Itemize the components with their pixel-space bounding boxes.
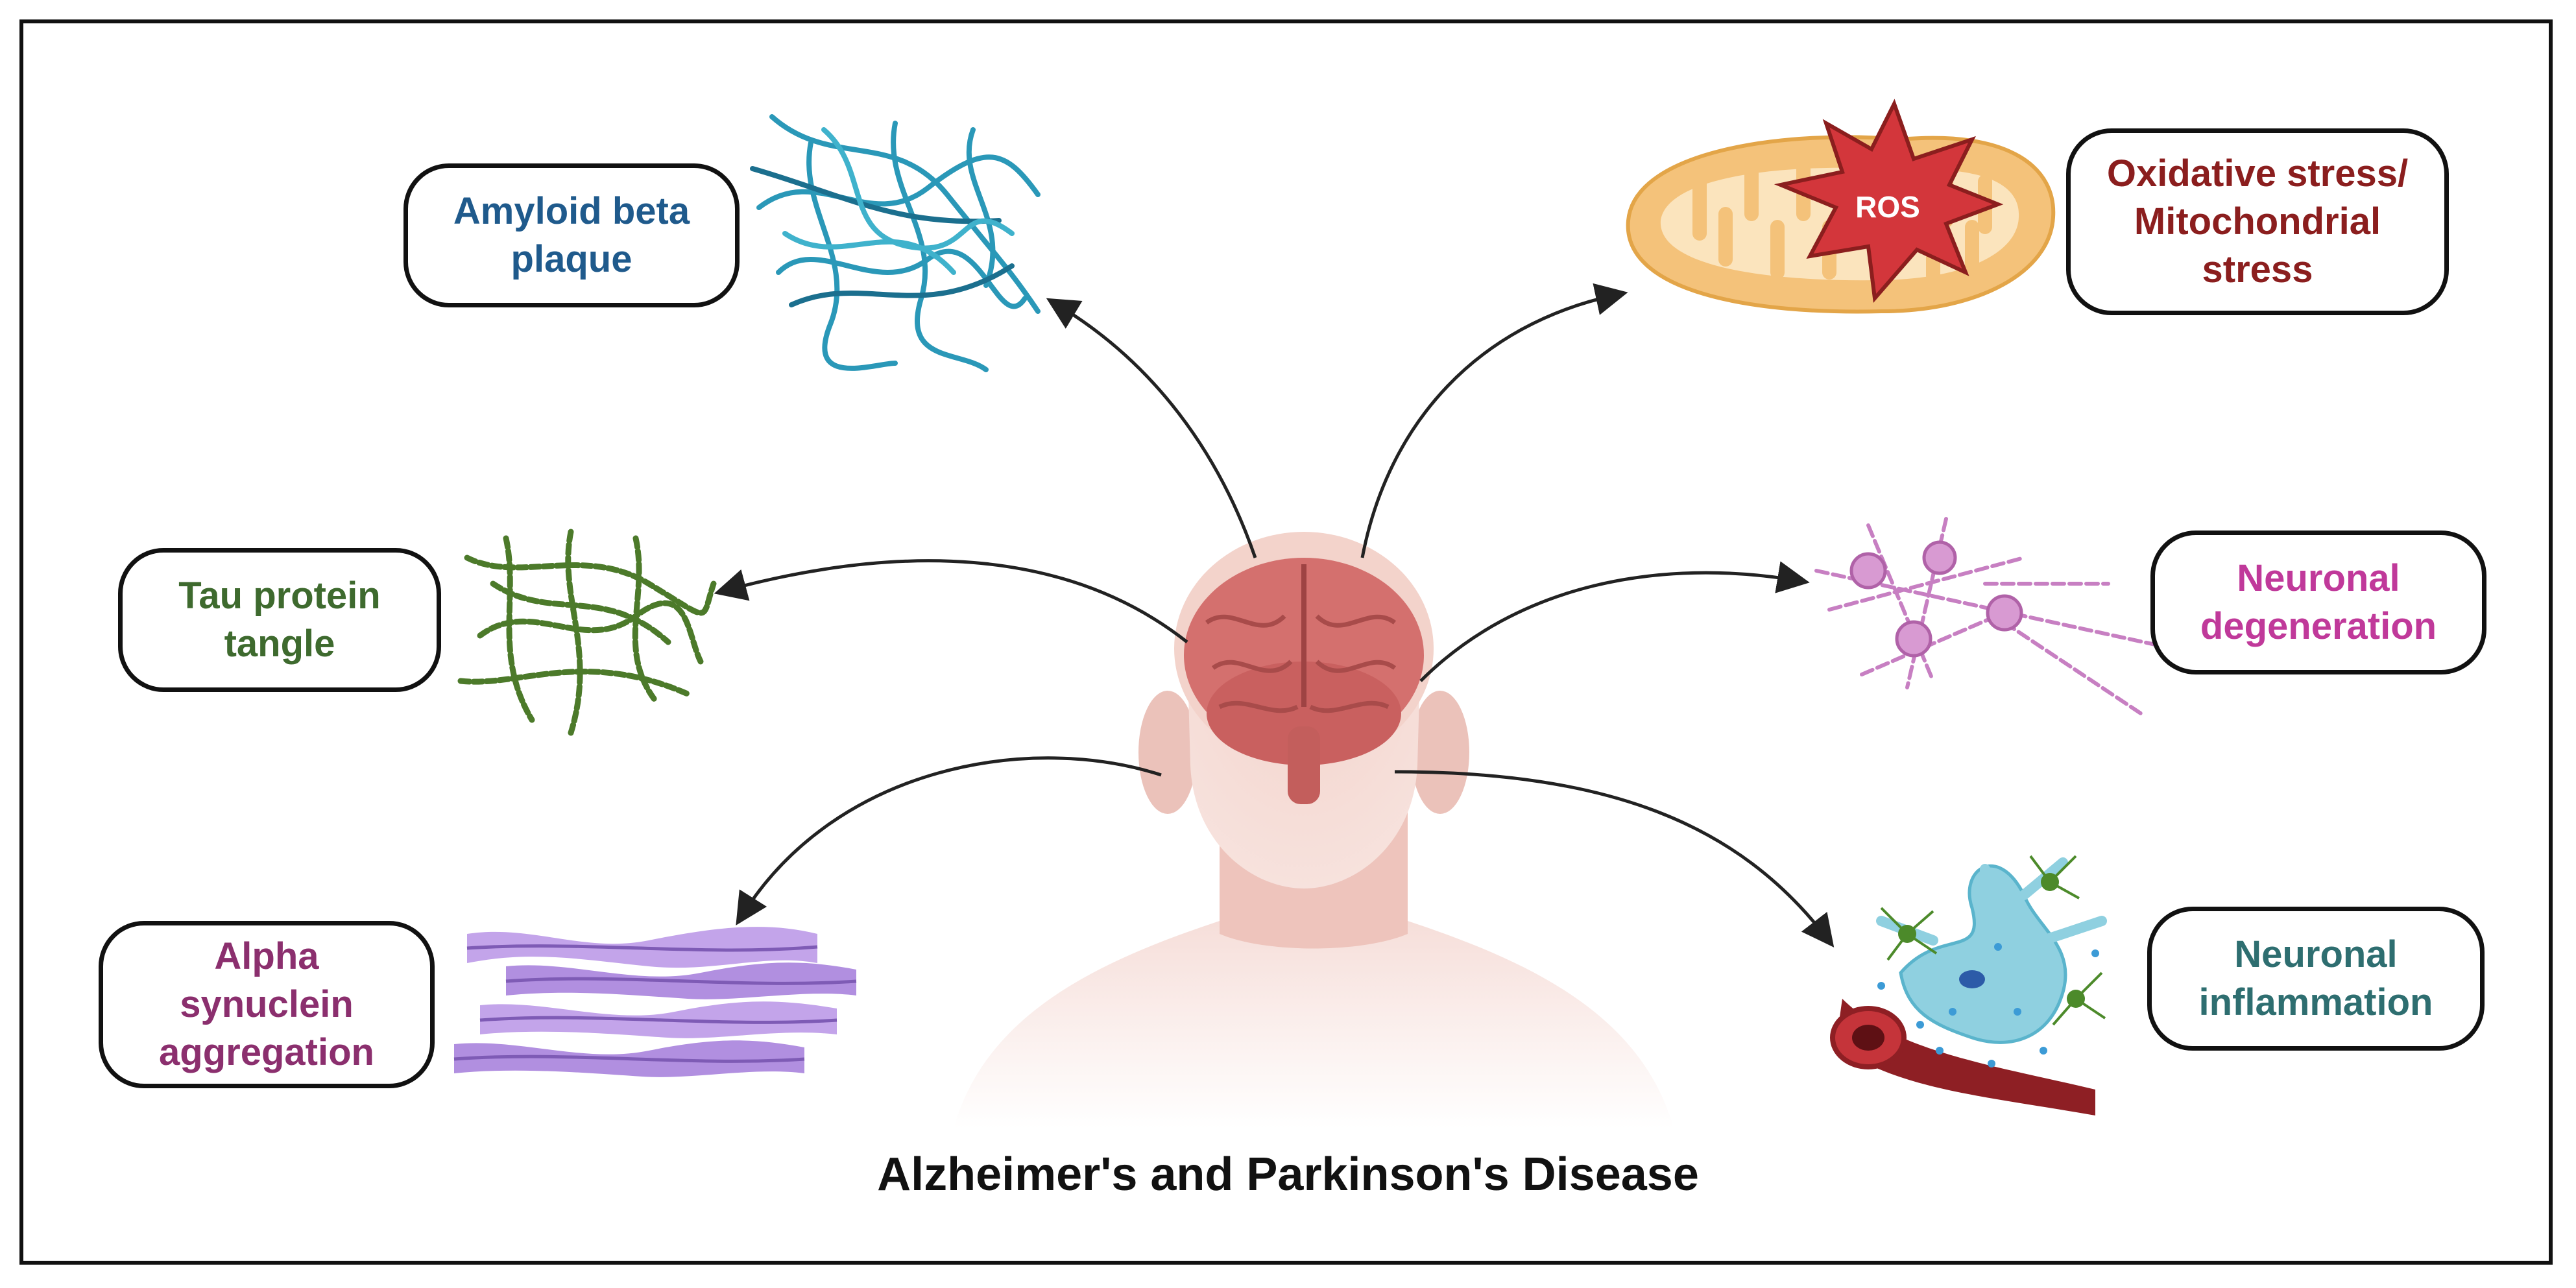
arrow-to-inflammation xyxy=(1394,770,1835,948)
label-neuronal-degeneration: Neuronal degeneration xyxy=(2150,531,2486,674)
arrows xyxy=(714,283,1835,948)
right-ear xyxy=(1411,691,1469,814)
brain-icon xyxy=(1184,558,1424,804)
arrow-to-oxidative xyxy=(1360,283,1628,558)
label-text: Neuronal inflammation xyxy=(2198,933,2433,1023)
label-text: Alpha synuclein aggregation xyxy=(159,935,374,1073)
shoulders xyxy=(954,824,1674,1128)
ros-label: ROS xyxy=(1855,190,1920,224)
label-oxidative-mitochondrial-stress: Oxidative stress/ Mitochondrial stress xyxy=(2066,128,2449,315)
inflammation-icon xyxy=(1830,855,2107,1115)
figure-caption: Alzheimer's and Parkinson's Disease xyxy=(877,1149,1699,1200)
neuron-bodies xyxy=(1849,540,2023,658)
label-alpha-synuclein-aggregation: Alpha synuclein aggregation xyxy=(99,921,435,1088)
arrow-to-degeneration xyxy=(1419,561,1810,682)
label-text: Neuronal degeneration xyxy=(2200,557,2437,647)
tau-tangle-icon xyxy=(457,529,717,736)
arrow-to-alpha xyxy=(736,756,1162,925)
label-text: Tau protein tangle xyxy=(178,575,381,665)
left-ear xyxy=(1138,691,1197,814)
amyloid-plaque-icon xyxy=(750,114,1041,372)
alpha-synuclein-icon xyxy=(453,927,857,1077)
label-amyloid-beta-plaque: Amyloid beta plaque xyxy=(403,163,740,307)
label-text: Oxidative stress/ Mitochondrial stress xyxy=(2106,152,2409,291)
arrow-to-amyloid xyxy=(1046,298,1257,558)
label-tau-protein-tangle: Tau protein tangle xyxy=(118,548,441,692)
label-neuronal-inflammation: Neuronal inflammation xyxy=(2147,907,2485,1051)
arrow-to-tau xyxy=(714,559,1188,643)
ros-starburst-icon xyxy=(1774,99,2004,304)
label-text: Amyloid beta plaque xyxy=(453,190,690,280)
